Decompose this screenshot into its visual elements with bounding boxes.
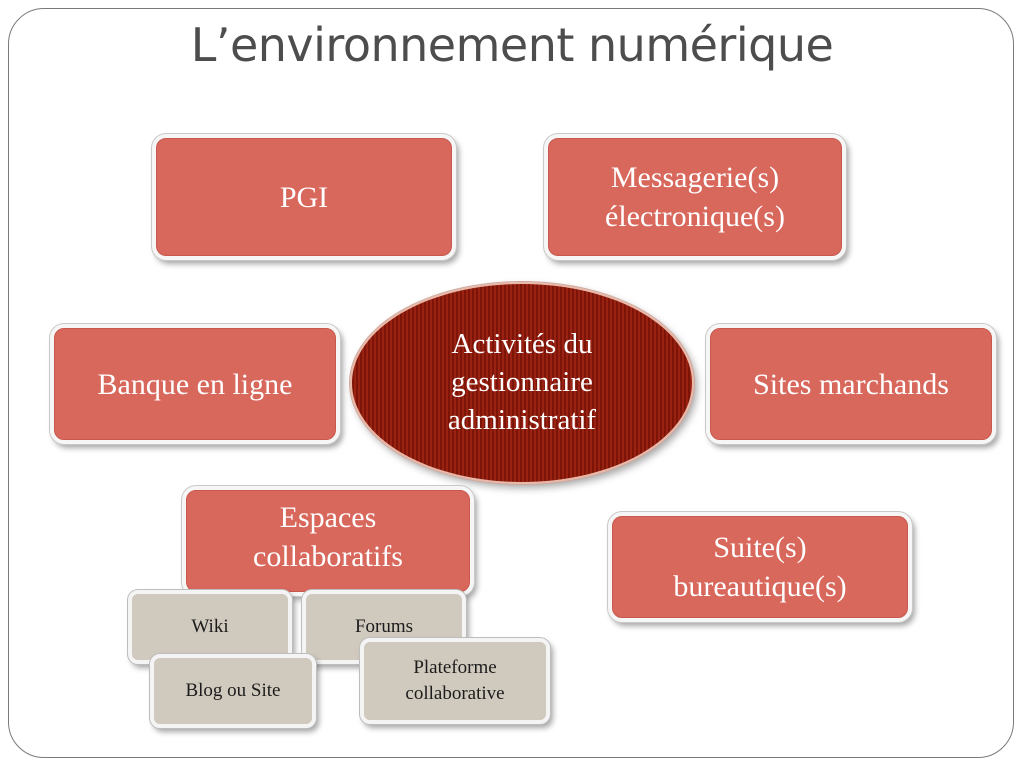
sub-box-forums-label: Forums <box>354 616 414 638</box>
box-messagerie-line-2: électronique(s) <box>605 200 785 233</box>
box-suite-line-2: bureautique(s) <box>673 570 847 603</box>
sub-box-plateforme-collaborative: Plateforme collaborative <box>360 638 550 724</box>
box-sites-label: Sites marchands <box>753 367 949 401</box>
box-sites-marchands: Sites marchands <box>706 324 996 444</box>
box-pgi-label: PGI <box>279 180 329 214</box>
box-messagerie: Messagerie(s) électronique(s) <box>544 134 846 260</box>
box-banque-en-ligne: Banque en ligne <box>50 324 340 444</box>
sub-box-blog-ou-site: Blog ou Site <box>150 654 316 728</box>
sub-box-blog-label: Blog ou Site <box>185 680 281 702</box>
center-ellipse: Activités du gestionnaire administratif <box>350 282 694 484</box>
box-espaces-line-2: collaboratifs <box>253 540 403 573</box>
box-messagerie-line-1: Messagerie(s) <box>610 161 780 194</box>
center-line-3: administratif <box>447 403 597 436</box>
box-espaces-line-1: Espaces <box>279 501 377 534</box>
sub-box-plateforme-line-1: Plateforme <box>413 657 497 679</box>
box-suite-bureautique: Suite(s) bureautique(s) <box>608 512 912 622</box>
box-pgi: PGI <box>152 134 456 260</box>
slide-title: L’environnement numérique <box>190 18 834 72</box>
sub-box-wiki-label: Wiki <box>191 616 229 638</box>
sub-box-wiki: Wiki <box>128 590 292 664</box>
box-banque-label: Banque en ligne <box>97 367 293 401</box>
sub-box-plateforme-line-2: collaborative <box>405 683 505 704</box>
box-espaces-collaboratifs: Espaces collaboratifs <box>182 486 474 596</box>
center-line-2: gestionnaire <box>451 366 593 399</box>
center-line-1: Activités du <box>451 328 593 361</box>
box-suite-line-1: Suite(s) <box>713 531 807 564</box>
